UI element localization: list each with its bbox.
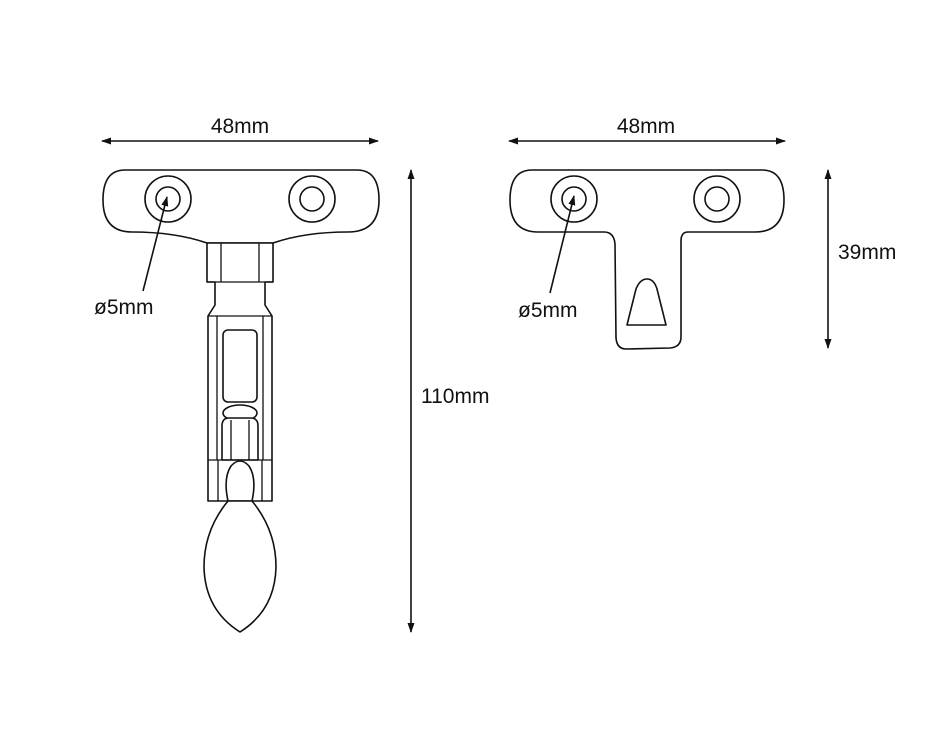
left-bolt-shaft	[221, 417, 259, 461]
left-screw-hole-inner-2	[299, 186, 325, 212]
left-hole-label: ø5mm	[94, 296, 154, 319]
right-catch-opening	[626, 278, 667, 326]
left-height-label: 110mm	[421, 385, 489, 408]
right-view: 48mm 39mm ø5mm	[508, 115, 896, 350]
right-hole-leader	[549, 195, 576, 294]
left-hole-leader	[142, 196, 169, 292]
right-hole-label: ø5mm	[518, 299, 578, 322]
left-bolt-slot	[222, 329, 258, 403]
right-width-label: 48mm	[617, 115, 675, 138]
left-view: 48mm 110mm ø5mm	[94, 115, 489, 633]
right-height-label: 39mm	[838, 241, 896, 264]
left-screw-hole-inner-1	[155, 186, 181, 212]
left-knob-neck	[225, 460, 255, 502]
left-width-label: 48mm	[211, 115, 269, 138]
left-mounting-plate	[102, 169, 380, 244]
left-knob	[203, 500, 277, 633]
right-screw-hole-inner-2	[704, 186, 730, 212]
